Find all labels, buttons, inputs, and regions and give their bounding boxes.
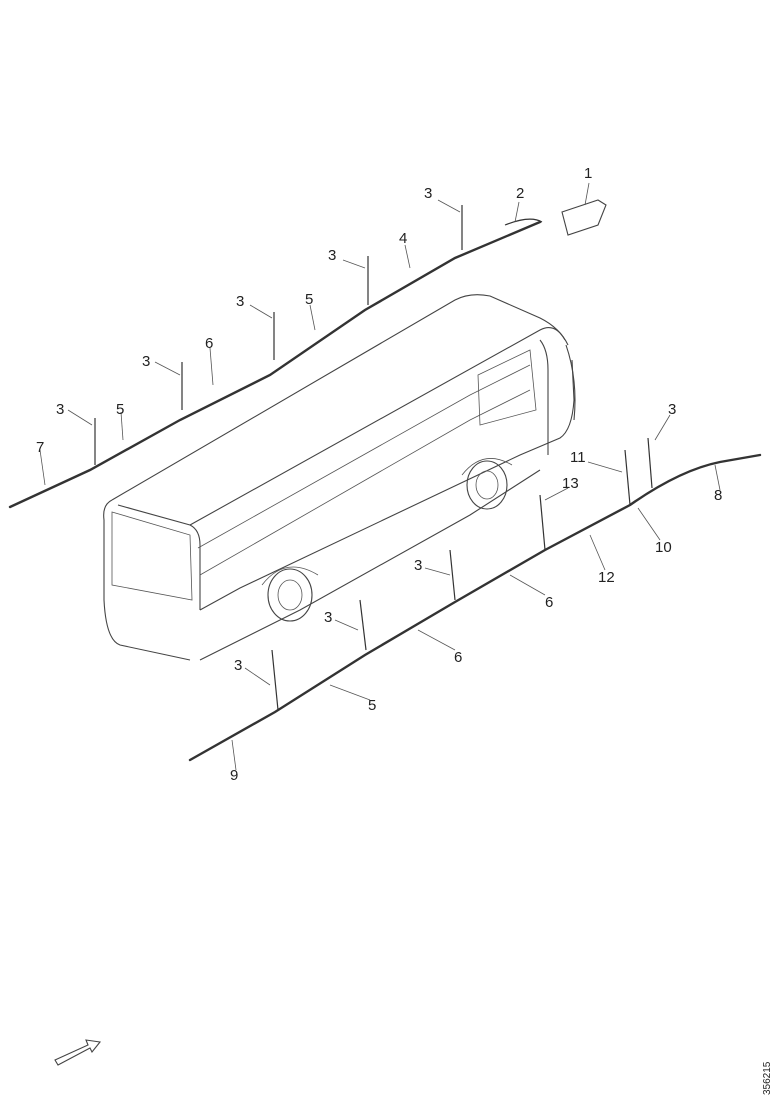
bus-side-bottom-edge bbox=[199, 469, 541, 661]
bus-front-door bbox=[477, 349, 537, 426]
callout-1: 1 bbox=[584, 165, 592, 182]
callout-12: 12 bbox=[598, 569, 615, 586]
callout-8: 8 bbox=[714, 487, 722, 504]
callout-labels: 1 2 3 3 3 3 3 4 5 6 5 7 3 11 13 8 10 12 … bbox=[36, 165, 722, 784]
lower-clip-1 bbox=[271, 649, 279, 711]
bus-roof-right-edge bbox=[189, 327, 566, 526]
bus-side-lower-edge bbox=[199, 359, 575, 611]
bus-window-band-lower bbox=[199, 389, 531, 576]
direction-arrow-icon bbox=[54, 1039, 102, 1066]
callout-11: 11 bbox=[570, 449, 586, 466]
callout-6: 6 bbox=[545, 594, 553, 611]
bus-body-outline bbox=[103, 294, 576, 661]
callout-3: 3 bbox=[142, 353, 150, 370]
lower-clip-3 bbox=[449, 549, 456, 601]
bus-front-pillar bbox=[539, 339, 549, 455]
front-wheel bbox=[461, 458, 513, 510]
callout-3: 3 bbox=[424, 185, 432, 202]
callout-5: 5 bbox=[368, 697, 376, 714]
callout-3: 3 bbox=[328, 247, 336, 264]
document-number: 356215 bbox=[762, 1061, 773, 1095]
callout-3: 3 bbox=[324, 609, 332, 626]
callout-leaders bbox=[39, 182, 721, 771]
bus-roof-left-edge bbox=[111, 294, 569, 501]
callout-3: 3 bbox=[56, 401, 64, 418]
bus-rear-window bbox=[111, 511, 193, 601]
callout-3: 3 bbox=[236, 293, 244, 310]
callout-4: 4 bbox=[399, 230, 407, 247]
rear-wheel bbox=[261, 566, 319, 622]
lower-moulding-strip bbox=[188, 437, 762, 762]
bus-window-band-upper bbox=[197, 364, 531, 549]
lower-clip-6 bbox=[647, 437, 653, 489]
callout-7: 7 bbox=[36, 439, 44, 456]
callout-3: 3 bbox=[234, 657, 242, 674]
callout-6: 6 bbox=[454, 649, 462, 666]
callout-5: 5 bbox=[116, 401, 124, 418]
upper-moulding-strip bbox=[8, 205, 543, 509]
callout-10: 10 bbox=[655, 539, 672, 556]
callout-3: 3 bbox=[668, 401, 676, 418]
callout-2: 2 bbox=[516, 185, 524, 202]
lower-clip-5 bbox=[624, 449, 631, 506]
bus-front-windscreen-edge bbox=[565, 344, 576, 421]
callout-5: 5 bbox=[305, 291, 313, 308]
part-1-arrow-shape bbox=[561, 199, 607, 236]
lower-strip-line bbox=[188, 453, 762, 762]
lower-clip-2 bbox=[359, 599, 367, 651]
bus-rear-outline bbox=[103, 499, 191, 661]
callout-9: 9 bbox=[230, 767, 238, 784]
callout-6: 6 bbox=[205, 335, 213, 352]
upper-end-cap bbox=[504, 218, 543, 226]
callout-13: 13 bbox=[562, 475, 579, 492]
upper-strip-line bbox=[8, 220, 542, 509]
callout-3: 3 bbox=[414, 557, 422, 574]
lower-clip-4 bbox=[539, 494, 546, 551]
bus-rear-face bbox=[117, 504, 201, 610]
